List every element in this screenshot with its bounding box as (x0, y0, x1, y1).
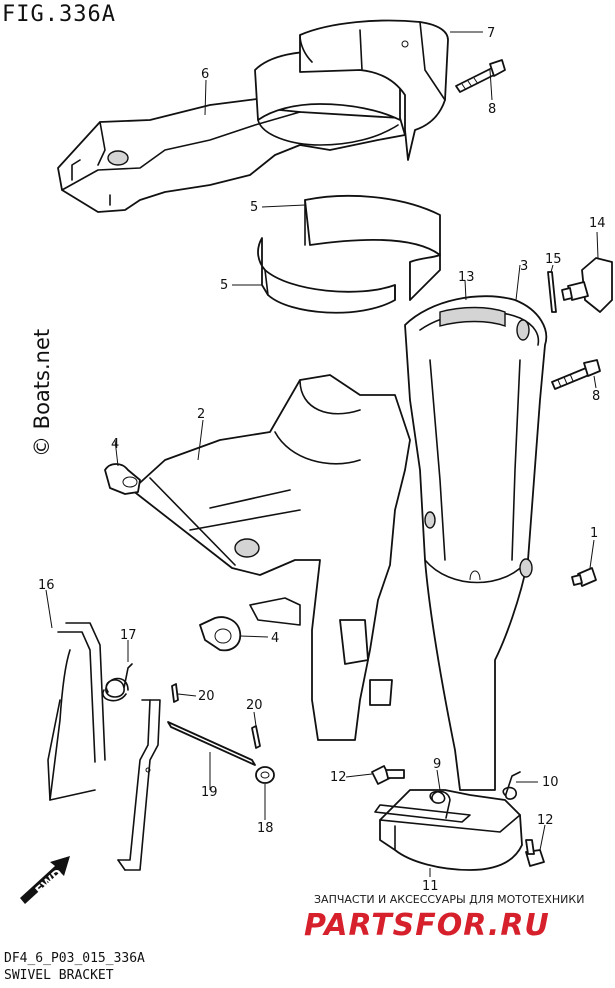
part-5-bushing-upper[interactable] (304, 194, 441, 301)
part-12-bolt-upper[interactable] (371, 765, 405, 785)
part-4-bushing-upper[interactable] (104, 463, 141, 495)
leader-lines (45, 31, 599, 877)
callout-labels: 6 7 8 5 5 3 13 15 14 8 4 2 4 1 16 17 20 … (38, 26, 606, 894)
part-11-lower-bracket[interactable] (374, 789, 523, 871)
callout-1: 1 (590, 526, 598, 541)
diagram-name: SWIVEL BRACKET (4, 968, 114, 983)
callout-5-upper: 5 (250, 200, 258, 215)
callout-16: 16 (38, 578, 55, 593)
callout-14: 14 (589, 216, 606, 231)
callout-20-b: 20 (246, 698, 263, 713)
part-8-bolt-upper[interactable] (455, 59, 506, 93)
callout-2: 2 (197, 407, 205, 422)
callout-9: 9 (433, 757, 441, 772)
callout-7: 7 (487, 26, 495, 41)
callout-19: 19 (201, 785, 218, 800)
part-4-bushing-lower[interactable] (199, 616, 242, 652)
callout-20-a: 20 (198, 689, 215, 704)
part-18-washer[interactable] (255, 766, 275, 784)
callout-4-lower: 4 (271, 631, 279, 646)
diagram-code: DF4_6_P03_015_336A (4, 951, 145, 966)
part-15-pin[interactable] (547, 271, 557, 313)
part-5-bushing-lower[interactable] (257, 237, 396, 314)
part-19-shaft[interactable] (167, 721, 256, 766)
shop-watermark-caption: ЗАПЧАСТИ И АКСЕССУАРЫ ДЛЯ МОТОТЕХНИКИ (314, 893, 585, 906)
figure-title: FIG.336A (2, 2, 116, 27)
part-9-spring[interactable] (429, 790, 451, 819)
part-2-swivel-bracket[interactable] (131, 374, 411, 741)
part-12-bolt-lower[interactable] (525, 839, 545, 867)
part-8-bolt-lower[interactable] (551, 359, 601, 390)
callout-12-lower: 12 (537, 813, 554, 828)
callout-5-lower: 5 (220, 278, 228, 293)
part-16-tilt-lever[interactable] (47, 622, 161, 871)
part-14-tilt-knob[interactable] (561, 257, 613, 313)
part-20-pin-b[interactable] (251, 725, 261, 749)
part-10-spring[interactable] (502, 771, 521, 800)
callout-15: 15 (545, 252, 562, 267)
part-6-clamp-arm[interactable] (57, 50, 406, 213)
callout-13: 13 (458, 270, 475, 285)
fwd-arrow-icon: FWD (20, 856, 70, 904)
callout-8-lower: 8 (592, 389, 600, 404)
callout-11: 11 (422, 879, 439, 894)
callout-10: 10 (542, 775, 559, 790)
callout-18: 18 (257, 821, 274, 836)
callout-4-upper: 4 (111, 437, 119, 452)
part-20-pin-a[interactable] (171, 683, 179, 703)
callout-8-upper: 8 (488, 102, 496, 117)
shop-watermark-logo: PARTSFOR.RU (304, 908, 550, 943)
part-1-grease-fitting[interactable] (571, 567, 597, 587)
part-3-swivel-case[interactable] (404, 295, 548, 791)
callout-17: 17 (120, 628, 137, 643)
callout-3: 3 (520, 259, 528, 274)
part-17-spring[interactable] (102, 663, 133, 702)
part-7-retainer[interactable] (299, 19, 449, 161)
callout-6: 6 (201, 67, 209, 82)
callout-12-upper: 12 (330, 770, 347, 785)
